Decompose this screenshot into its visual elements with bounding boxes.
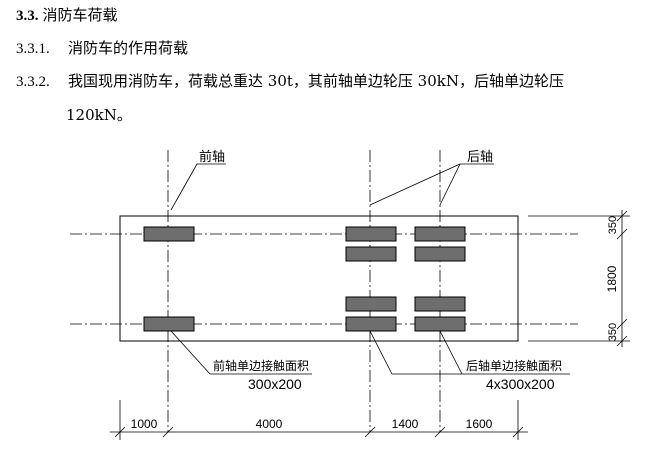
dim-right-1: 350 [607, 216, 619, 234]
section-number: 3.3. [16, 8, 39, 24]
wheel-contact-areas [143, 226, 466, 332]
subsection-2: 3.3.2. 我国现用消防车，荷载总重达 30t，其前轴单边轮压 30kN，后轴单… [16, 70, 564, 91]
subsection-2-text-line2: 120kN。 [66, 106, 132, 124]
right-dimension-line [528, 210, 630, 347]
front-area-label: 前轴单边接触面积 [213, 358, 309, 373]
subsection-1-number: 3.3.1. [16, 41, 50, 57]
truck-outline [119, 215, 519, 342]
rear-wheel [414, 316, 466, 332]
rear-axle-leader [369, 163, 494, 206]
subsection-1: 3.3.1. 消防车的作用荷载 [16, 37, 188, 58]
front-wheel-top [143, 226, 195, 242]
dim-bottom-4: 1600 [466, 417, 493, 431]
rear-wheel [414, 246, 466, 262]
vertical-centerlines [167, 150, 441, 432]
front-area-leader [170, 330, 312, 375]
rear-wheel [345, 316, 397, 332]
section-title: 消防车荷载 [42, 6, 118, 24]
horizontal-centerlines [70, 233, 578, 325]
front-axle-label: 前轴 [199, 149, 225, 164]
rear-area-leader [369, 330, 570, 375]
subsection-1-text: 消防车的作用荷载 [68, 39, 189, 57]
bottom-dimension-line [110, 400, 528, 440]
section-heading: 3.3.消防车荷载 [16, 4, 118, 25]
rear-area-value: 4x300x200 [486, 376, 555, 392]
dim-bottom-1: 1000 [131, 417, 158, 431]
dim-bottom-2: 4000 [256, 417, 283, 431]
front-wheel-bottom [143, 316, 195, 332]
rear-wheel [345, 246, 397, 262]
rear-area-label: 后轴单边接触面积 [466, 358, 562, 373]
dim-right-2: 1800 [605, 265, 619, 292]
subsection-2-number: 3.3.2. [16, 74, 50, 90]
rear-wheel [345, 296, 397, 312]
subsection-2-text-line1: 我国现用消防车，荷载总重达 30t，其前轴单边轮压 30kN，后轴单边轮压 [68, 72, 564, 90]
rear-wheel [414, 226, 466, 242]
rear-axle-label: 后轴 [467, 149, 493, 164]
front-axle-leader [170, 163, 226, 211]
front-area-value: 300x200 [248, 376, 302, 392]
dim-right-3: 350 [607, 323, 619, 341]
rear-wheel [345, 226, 397, 242]
rear-wheel [414, 296, 466, 312]
dim-bottom-3: 1400 [392, 417, 419, 431]
